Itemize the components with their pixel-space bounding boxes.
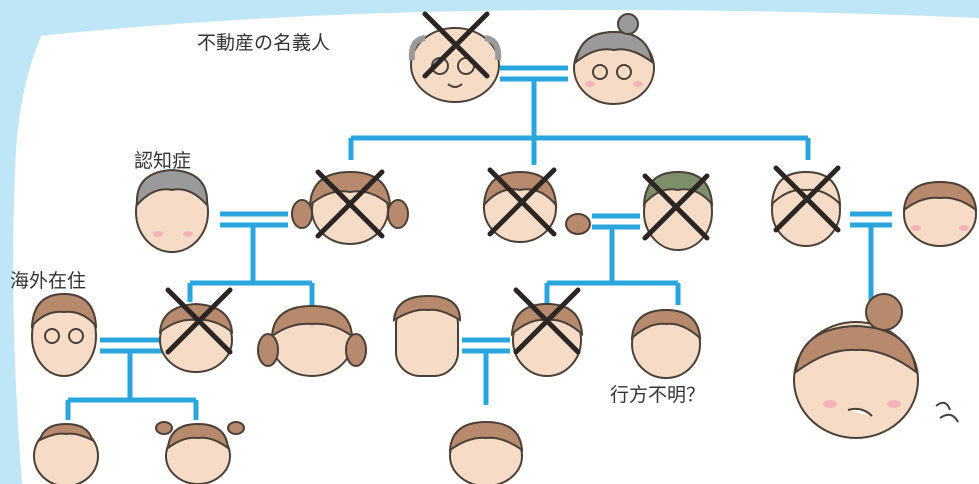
face-great-grandmother <box>573 13 655 105</box>
face-child-girl <box>155 421 245 484</box>
face-dementia-elder <box>135 168 209 253</box>
cross-icon <box>315 169 385 239</box>
deceased-crosses <box>165 11 841 355</box>
label-property-owner: 不動産の名義人 <box>197 32 331 54</box>
cross-icon <box>422 11 490 79</box>
face-worried-heir <box>793 293 959 439</box>
label-dementia: 認知症 <box>134 150 192 172</box>
sky-top-strip <box>0 0 979 40</box>
face-grandparent-right <box>770 170 842 247</box>
label-missing: 行方不明？ <box>610 384 706 406</box>
face-child-middle <box>448 420 524 484</box>
face-spouse-right <box>902 180 978 247</box>
tree-connectors <box>65 65 892 420</box>
sky-left-strip <box>0 0 60 484</box>
face-child-baby <box>33 422 99 484</box>
face-abroad-spouse <box>30 292 98 377</box>
face-parent-left <box>158 302 234 373</box>
face-grandparent-left <box>291 170 409 245</box>
cross-icon <box>642 173 710 241</box>
face-parent-middle <box>510 302 584 377</box>
face-great-grandfather <box>408 27 502 103</box>
cross-icon <box>773 165 841 233</box>
face-aunt-curly <box>257 304 367 377</box>
cross-icon <box>165 287 233 355</box>
label-living-abroad: 海外在住 <box>10 270 87 292</box>
face-missing-person <box>630 308 702 379</box>
cross-icon <box>487 167 557 237</box>
cross-icon <box>513 287 581 355</box>
face-uncle-spouse <box>392 294 462 377</box>
